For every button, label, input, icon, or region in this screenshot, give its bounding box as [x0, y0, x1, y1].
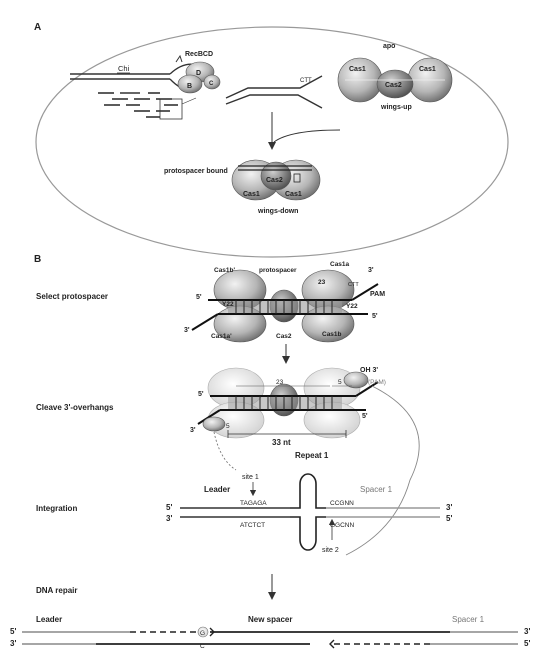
integration-3prime-right: 3' [446, 503, 452, 512]
repair-5prime-right: 5' [524, 639, 530, 648]
step-cleave-label: Cleave 3'-overhangs [36, 403, 114, 412]
cleave-5-left: 5 [226, 423, 230, 430]
panel-b-label: B [34, 254, 41, 265]
cleave-23: 23 [276, 379, 284, 386]
select-cas2: Cas2 [276, 333, 292, 340]
repair-leader: Leader [36, 615, 62, 624]
repair-c: C [200, 643, 205, 650]
integration-5prime-right: 5' [446, 514, 452, 523]
step-repair-label: DNA repair [36, 586, 78, 595]
recbcd-c: C [209, 81, 214, 87]
select-cas1a-prime: Cas1a' [211, 333, 232, 340]
repair-g: G [200, 630, 205, 637]
repair-3prime-left: 3' [10, 639, 16, 648]
select-cas1b: Cas1b [322, 331, 342, 338]
cleave-5: 5 [338, 379, 342, 386]
repair-new-spacer: New spacer [248, 615, 292, 624]
select-cas1b-prime: Cas1b' [214, 267, 236, 274]
wings-down-label: wings-down [257, 208, 298, 215]
select-y22-left: Y22 [222, 301, 234, 308]
repair-5prime-left: 5' [10, 627, 16, 636]
select-cas1a: Cas1a [330, 261, 350, 268]
integration-site2: site 2 [322, 547, 339, 554]
select-ctt: CTT [348, 282, 359, 288]
protospacer-bound-label: protospacer bound [164, 168, 228, 175]
cleave-3prime-left: 3' [190, 427, 196, 434]
integration-seq-bottom-right: GGCNN [330, 522, 355, 529]
arrow-curve [274, 130, 340, 142]
dna-fragments [98, 93, 178, 117]
integration-leader: Leader [204, 485, 230, 494]
integration-seq-top-left: TAGAGA [240, 500, 267, 507]
select-3prime-top: 3' [368, 267, 374, 274]
integration-seq-top-right: CCGNN [330, 500, 354, 507]
select-protospacer: protospacer [259, 267, 297, 274]
cleave-5prime-left: 5' [198, 391, 204, 398]
cleave-33nt: 33 nt [272, 438, 291, 447]
apo-label: apo [383, 43, 395, 50]
repair-dna [22, 627, 518, 648]
step-select-label: Select protospacer [36, 292, 108, 301]
integration-5prime-left: 5' [166, 503, 172, 512]
cleave-oh3: OH 3' [360, 367, 378, 374]
select-23: 23 [318, 279, 326, 286]
integration-repeat: Repeat 1 [295, 451, 329, 460]
repair-3prime-right: 3' [524, 627, 530, 636]
apo-cas1-left: Cas1 [349, 66, 366, 73]
bound-cas2: Cas2 [266, 177, 283, 184]
select-5prime-right: 5' [372, 313, 378, 320]
integration-spacer: Spacer 1 [360, 485, 393, 494]
recbcd-d: D [196, 70, 201, 77]
recbcd-b: B [187, 83, 192, 90]
select-pam: PAM [370, 291, 385, 298]
ctt-label-a: CTT [300, 78, 312, 84]
wings-up-label: wings-up [380, 104, 412, 111]
cleave-pam: (PAM) [368, 379, 386, 386]
panel-a-label: A [34, 22, 41, 33]
apo-complex [338, 58, 452, 102]
select-5prime-left: 5' [196, 294, 202, 301]
bound-cas1-left: Cas1 [243, 191, 260, 198]
cleave-5prime-right: 5' [362, 413, 368, 420]
bound-cas1-right: Cas1 [285, 191, 302, 198]
chi-label: Chi [118, 64, 130, 73]
apo-cas1-right: Cas1 [419, 66, 436, 73]
step-integration-label: Integration [36, 504, 77, 513]
integration-site1: site 1 [242, 474, 259, 481]
cleave-complex [198, 368, 378, 438]
integration-3prime-left: 3' [166, 514, 172, 523]
select-y22-right: Y22 [346, 303, 358, 310]
fragment-highlight-box [160, 99, 182, 119]
select-3prime-left: 3' [184, 327, 190, 334]
integration-seq-bottom-left: ATCTCT [240, 522, 265, 529]
recbcd-label: RecBCD [185, 51, 213, 58]
repair-spacer: Spacer 1 [452, 615, 485, 624]
apo-cas2: Cas2 [385, 82, 402, 89]
